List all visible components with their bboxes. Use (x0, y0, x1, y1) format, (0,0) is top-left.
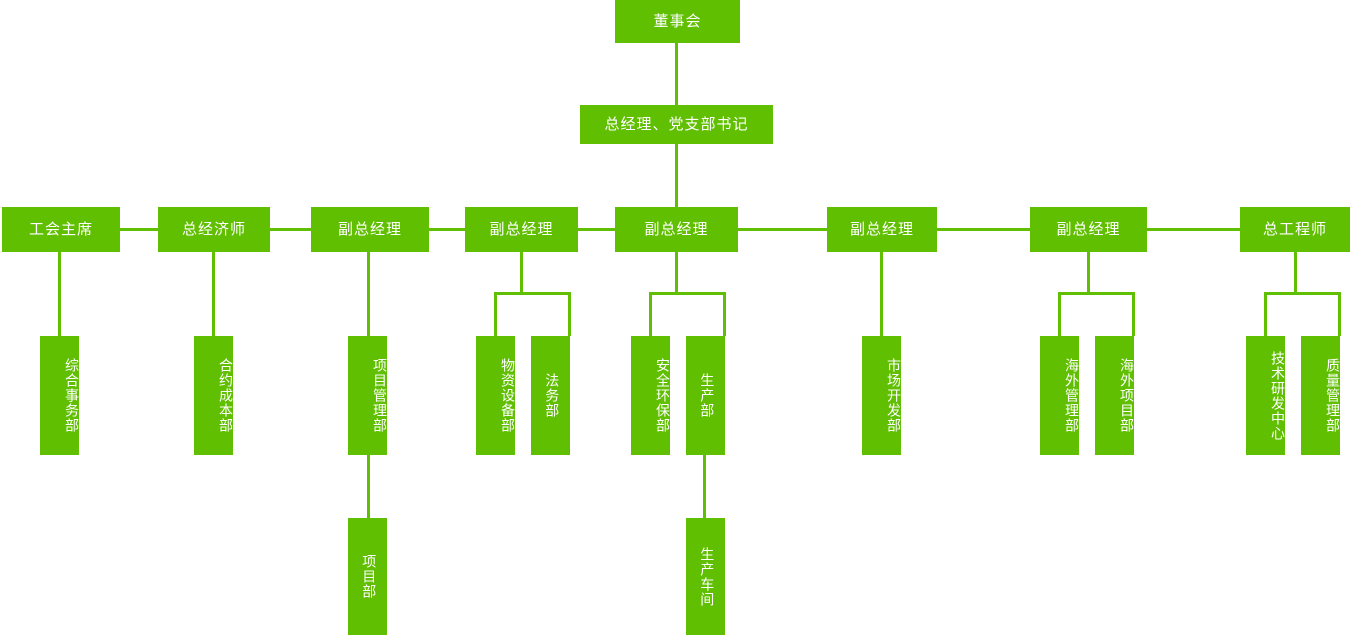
node-tech-rd-center[interactable]: 技术研发中心 (1246, 336, 1285, 455)
connector-project-mgmt-to-project-dept (367, 455, 370, 518)
node-overseas-management-dept[interactable]: 海外管理部 (1040, 336, 1079, 455)
node-quality-management-dept[interactable]: 质量管理部 (1301, 336, 1340, 455)
node-project-department[interactable]: 项目部 (348, 518, 387, 635)
node-chief-engineer[interactable]: 总工程师 (1240, 207, 1350, 252)
node-general-affairs-dept[interactable]: 综合事务部 (40, 336, 79, 455)
node-vice-general-manager-1[interactable]: 副总经理 (311, 207, 429, 252)
connector-vgm3-stem (675, 252, 678, 294)
connector-chief-economist-drop (212, 252, 215, 336)
node-vice-general-manager-5[interactable]: 副总经理 (1030, 207, 1147, 252)
connector-board-to-gm (675, 43, 678, 105)
connector-vgm2-drop-left (494, 292, 497, 336)
connector-union-chairman-drop (58, 252, 61, 336)
connector-gm-to-level3-bus (675, 144, 678, 229)
connector-chief-engineer-drop-right (1338, 292, 1341, 336)
connector-vgm4-drop (880, 252, 883, 336)
node-chief-economist[interactable]: 总经济师 (158, 207, 270, 252)
node-legal-dept[interactable]: 法务部 (531, 336, 570, 455)
node-vice-general-manager-2[interactable]: 副总经理 (465, 207, 578, 252)
node-production-dept[interactable]: 生产部 (686, 336, 725, 455)
node-materials-equipment-dept[interactable]: 物资设备部 (476, 336, 515, 455)
connector-vgm3-drop-left (649, 292, 652, 336)
node-project-management-dept[interactable]: 项目管理部 (348, 336, 387, 455)
node-vice-general-manager-4[interactable]: 副总经理 (827, 207, 937, 252)
connector-chief-engineer-drop-left (1264, 292, 1267, 336)
node-production-workshop[interactable]: 生产车间 (686, 518, 725, 635)
connector-vgm5-bar (1058, 292, 1135, 295)
connector-vgm2-drop-right (568, 292, 571, 336)
connector-vgm1-drop (367, 252, 370, 336)
node-safety-environment-dept[interactable]: 安全环保部 (631, 336, 670, 455)
connector-vgm3-drop-right (723, 292, 726, 336)
connector-vgm3-bar (649, 292, 726, 295)
node-market-development-dept[interactable]: 市场开发部 (862, 336, 901, 455)
node-vice-general-manager-3[interactable]: 副总经理 (615, 207, 738, 252)
node-union-chairman[interactable]: 工会主席 (2, 207, 120, 252)
node-contract-cost-dept[interactable]: 合约成本部 (194, 336, 233, 455)
connector-vgm5-stem (1087, 252, 1090, 294)
node-general-manager[interactable]: 总经理、党支部书记 (580, 105, 773, 144)
connector-vgm5-drop-left (1058, 292, 1061, 336)
connector-vgm2-stem (520, 252, 523, 294)
node-board[interactable]: 董事会 (615, 0, 740, 43)
connector-production-to-workshop (703, 455, 706, 518)
connector-vgm5-drop-right (1132, 292, 1135, 336)
node-overseas-project-dept[interactable]: 海外项目部 (1095, 336, 1134, 455)
connector-chief-engineer-bar (1264, 292, 1341, 295)
connector-vgm2-bar (494, 292, 571, 295)
connector-chief-engineer-stem (1294, 252, 1297, 294)
